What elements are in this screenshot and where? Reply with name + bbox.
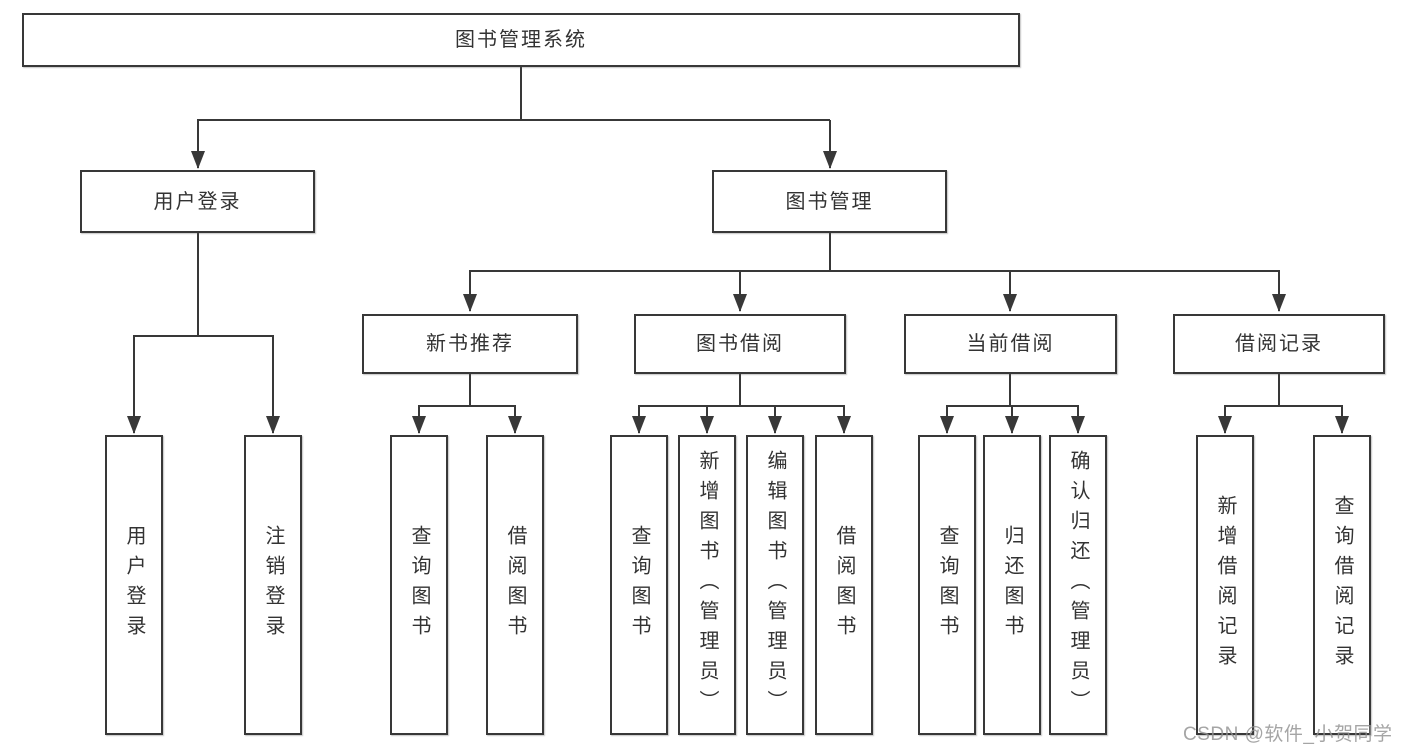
node-label: 借阅记录 xyxy=(1235,333,1323,355)
node-label: 注销登录 xyxy=(262,525,284,645)
leaf-confirm-return-admin: 确认归还（管理员） xyxy=(1049,435,1107,735)
leaf-query-books-recommend: 查询图书 xyxy=(390,435,448,735)
node-current-borrow: 当前借阅 xyxy=(904,314,1117,374)
leaf-edit-book-admin: 编辑图书（管理员） xyxy=(746,435,804,735)
node-label: 查询图书 xyxy=(408,525,430,645)
leaf-add-borrow-record: 新增借阅记录 xyxy=(1196,435,1254,735)
node-label: 编辑图书（管理员） xyxy=(764,450,786,720)
leaf-query-books-current: 查询图书 xyxy=(918,435,976,735)
node-label: 查询图书 xyxy=(628,525,650,645)
leaf-return-books: 归还图书 xyxy=(983,435,1041,735)
node-label: 借阅图书 xyxy=(504,525,526,645)
node-label: 当前借阅 xyxy=(966,333,1055,355)
node-label: 用户登录 xyxy=(153,190,242,213)
leaf-borrow-books-recommend: 借阅图书 xyxy=(486,435,544,735)
connector-group xyxy=(127,67,1349,434)
node-label: 用户登录 xyxy=(123,525,145,645)
node-label: 新书推荐 xyxy=(426,333,514,355)
node-book-borrow: 图书借阅 xyxy=(634,314,846,374)
leaf-borrow-books: 借阅图书 xyxy=(815,435,873,735)
node-label: 新增借阅记录 xyxy=(1214,495,1236,675)
node-label: 图书管理 xyxy=(785,190,874,213)
node-label: 图书管理系统 xyxy=(455,29,587,51)
leaf-query-books-borrow: 查询图书 xyxy=(610,435,668,735)
leaf-logout-login: 注销登录 xyxy=(244,435,302,735)
node-new-book-recommend: 新书推荐 xyxy=(362,314,578,374)
leaf-query-borrow-record: 查询借阅记录 xyxy=(1313,435,1371,735)
node-book-management: 图书管理 xyxy=(712,170,947,233)
node-label: 新增图书（管理员） xyxy=(696,450,718,720)
node-label: 图书借阅 xyxy=(696,333,784,355)
leaf-add-book-admin: 新增图书（管理员） xyxy=(678,435,736,735)
node-borrow-records: 借阅记录 xyxy=(1173,314,1385,374)
leaf-user-login: 用户登录 xyxy=(105,435,163,735)
node-user-login: 用户登录 xyxy=(80,170,315,233)
node-label: 借阅图书 xyxy=(833,525,855,645)
csdn-watermark: CSDN @软件_小贺同学 xyxy=(1183,724,1393,745)
node-label: 归还图书 xyxy=(1001,525,1023,645)
node-label: 查询图书 xyxy=(936,525,958,645)
node-library-system: 图书管理系统 xyxy=(22,13,1020,67)
node-label: 确认归还（管理员） xyxy=(1067,450,1089,720)
node-label: 查询借阅记录 xyxy=(1331,495,1353,675)
